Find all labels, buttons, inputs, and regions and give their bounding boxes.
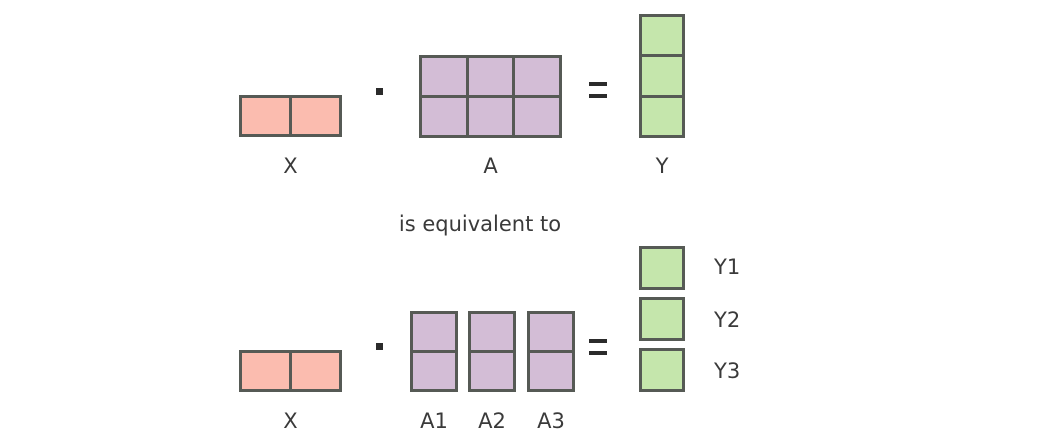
matrix-cell (642, 249, 682, 287)
matrix-cell (242, 98, 289, 134)
bottom-a1-label: A1 (420, 409, 448, 433)
matrix-cell (642, 57, 682, 95)
top-a-label: A (483, 154, 498, 178)
matrix-cell (468, 58, 513, 95)
top-multiply-operator-icon (376, 88, 383, 95)
matrix-cell (292, 353, 339, 389)
bottom-y2-label: Y2 (714, 308, 741, 332)
connector-text: is equivalent to (398, 212, 562, 236)
top-y-matrix (639, 14, 685, 138)
matrix-cell (471, 314, 513, 350)
top-y-label: Y (655, 154, 669, 178)
top-a-matrix (419, 55, 562, 138)
bottom-x-label: X (283, 409, 298, 433)
bottom-equals-operator-icon (589, 339, 607, 355)
matrix-cell (292, 98, 339, 134)
matrix-cell (515, 98, 559, 135)
matrix-cell (471, 353, 513, 389)
bottom-a2-label: A2 (478, 409, 506, 433)
matrix-cell (642, 17, 682, 55)
bottom-multiply-operator-icon (376, 343, 383, 350)
bottom-a1-matrix (410, 311, 458, 392)
matrix-cell (642, 97, 682, 135)
matrix-cell (530, 353, 572, 389)
bottom-y3-matrix (639, 348, 685, 392)
bottom-a3-matrix (527, 311, 575, 392)
bottom-a2-matrix (468, 311, 516, 392)
bottom-a3-label: A3 (537, 409, 565, 433)
bottom-y3-label: Y3 (714, 359, 741, 383)
matrix-cell (422, 58, 466, 95)
matrix-cell (242, 353, 289, 389)
top-x-matrix (239, 95, 342, 137)
bottom-y1-matrix (639, 246, 685, 290)
top-x-label: X (283, 154, 298, 178)
matrix-cell (642, 300, 682, 338)
bottom-y1-label: Y1 (714, 255, 741, 279)
matrix-cell (422, 98, 466, 135)
matrix-cell (530, 314, 572, 350)
matrix-cell (642, 351, 682, 389)
matrix-cell (515, 58, 559, 95)
matrix-cell (413, 314, 455, 350)
matrix-cell (413, 353, 455, 389)
top-equals-operator-icon (589, 82, 607, 98)
bottom-y2-matrix (639, 297, 685, 341)
matrix-cell (468, 98, 513, 135)
bottom-x-matrix (239, 350, 342, 392)
